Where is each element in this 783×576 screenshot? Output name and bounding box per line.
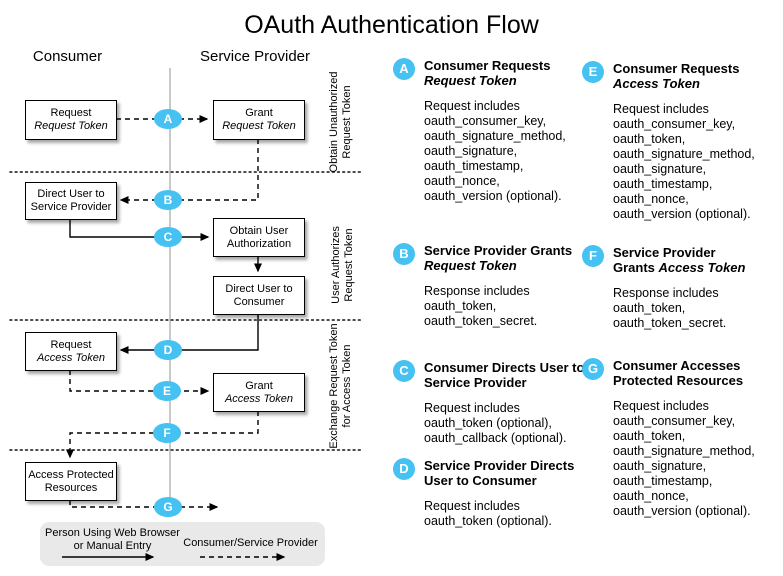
arrow-b	[119, 139, 259, 205]
page-title: OAuth Authentication Flow	[244, 11, 539, 39]
arrow-d	[119, 314, 259, 355]
step-f-title: Service Provider Grants Access Token	[613, 245, 746, 275]
phase-label-exchange-tokens: Exchange Request Token for Access Token	[328, 323, 353, 449]
step-badge-a: A	[393, 58, 415, 80]
step-d-body: Request includes oauth_token (optional).	[424, 499, 552, 528]
flow-badge-g: G	[154, 497, 182, 517]
step-b: B Service Provider Grants Request Token …	[393, 243, 589, 329]
step-badge-c: C	[393, 360, 415, 382]
step-e: E Consumer Requests Access Token Request…	[582, 61, 780, 222]
flow-badge-e: E	[153, 381, 181, 401]
legend-solid-arrow-label: Person Using Web Browser or Manual Entry	[45, 527, 180, 552]
step-b-title: Service Provider Grants Request Token	[424, 243, 573, 273]
lane-header-consumer: Consumer	[32, 48, 103, 65]
phase-label-user-authorizes: User Authorizes Request Token	[330, 226, 355, 304]
lane-header-service-provider: Service Provider	[199, 48, 311, 65]
step-f: F Service Provider Grants Access Token R…	[582, 245, 780, 331]
step-d: D Service Provider Directs User to Consu…	[393, 458, 589, 529]
step-d-title: Service Provider Directs User to Consume…	[424, 458, 575, 488]
arrow-e	[69, 370, 210, 396]
step-g: G Consumer Accesses Protected Resources …	[582, 358, 780, 519]
flow-badge-c: C	[154, 227, 182, 247]
phase-label-obtain-request-token: Obtain Unauthorized Request Token	[328, 71, 353, 173]
arrow-c	[69, 219, 210, 242]
legend-dashed-arrow-label: Consumer/Service Provider	[183, 537, 318, 549]
flow-badge-b: B	[154, 190, 182, 210]
step-a-body: Request includes oauth_consumer_key, oau…	[424, 99, 566, 203]
flow-badge-a: A	[154, 109, 182, 129]
step-badge-g: G	[582, 358, 604, 380]
step-b-body: Response includes oauth_token, oauth_tok…	[424, 284, 538, 328]
step-a: A Consumer Requests Request Token Reques…	[393, 58, 589, 204]
step-badge-b: B	[393, 243, 415, 265]
step-badge-f: F	[582, 245, 604, 267]
step-g-body: Request includes oauth_consumer_key, oau…	[613, 399, 755, 518]
step-badge-e: E	[582, 61, 604, 83]
step-e-body: Request includes oauth_consumer_key, oau…	[613, 102, 755, 221]
step-c: C Consumer Directs User to Service Provi…	[393, 360, 589, 446]
step-badge-d: D	[393, 458, 415, 480]
flow-badge-d: D	[154, 340, 182, 360]
flow-badge-f: F	[153, 423, 181, 443]
arrow-g	[69, 500, 219, 512]
step-g-title: Consumer Accesses Protected Resources	[613, 358, 744, 388]
step-f-body: Response includes oauth_token, oauth_tok…	[613, 286, 727, 330]
step-e-title: Consumer Requests Access Token	[613, 61, 740, 91]
step-c-body: Request includes oauth_token (optional),…	[424, 401, 567, 445]
step-c-title: Consumer Directs User to Service Provide…	[424, 360, 585, 390]
lane-divider-line	[169, 68, 171, 508]
step-a-title: Consumer Requests Request Token	[424, 58, 551, 88]
